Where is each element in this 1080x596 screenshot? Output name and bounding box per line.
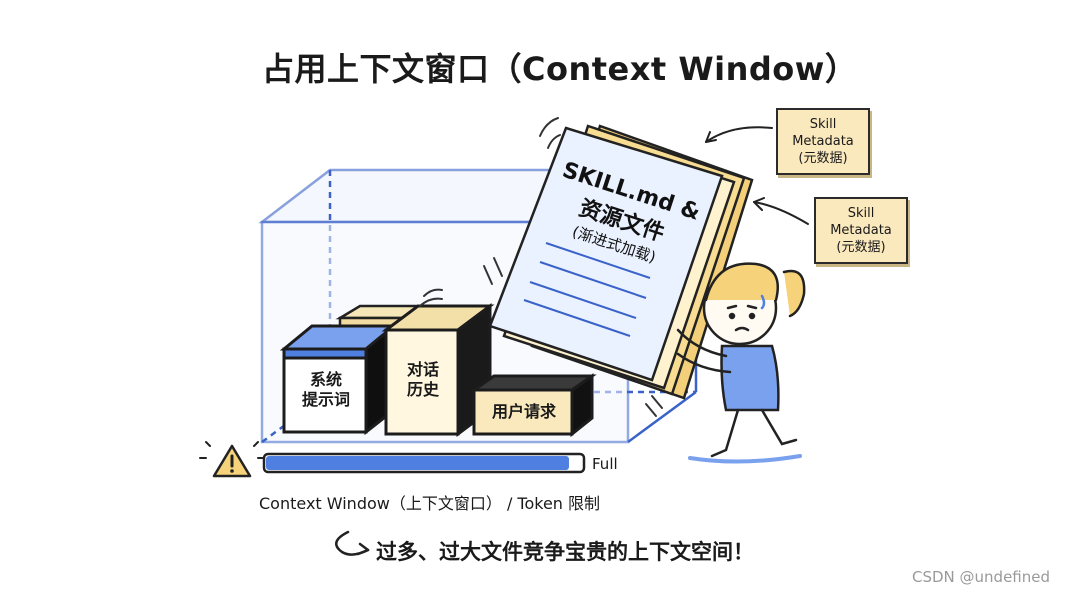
system-prompt-label: 系统 提示词 xyxy=(294,370,358,410)
watermark: CSDN @undefined xyxy=(912,568,1051,586)
capacity-label: Full xyxy=(592,455,618,473)
cube-label-line: 历史 xyxy=(406,380,439,399)
metadata-card: Skill Metadata (元数据) xyxy=(814,197,908,264)
metadata-line: (元数据) xyxy=(836,240,886,255)
cube-label-line: 对话 xyxy=(406,360,439,379)
motion-marks xyxy=(419,117,663,417)
skill-document xyxy=(488,124,754,400)
user-request-cube xyxy=(469,373,597,438)
character xyxy=(676,262,806,464)
warning-text: 过多、过大文件竞争宝贵的上下文空间！ xyxy=(376,540,754,564)
context-window-label: Context Window（上下文窗口） / Token 限制 xyxy=(259,494,601,513)
metadata-line: Skill xyxy=(847,206,875,221)
metadata-card: Skill Metadata (元数据) xyxy=(776,108,870,175)
cube-label-line: 提示词 xyxy=(301,390,350,409)
arrow-icon xyxy=(705,126,809,225)
user-request-label: 用户请求 xyxy=(491,402,556,421)
metadata-line: (元数据) xyxy=(798,151,848,166)
history-label: 对话 历史 xyxy=(394,360,452,400)
metadata-line: Metadata xyxy=(830,223,892,238)
curved-arrow-icon xyxy=(335,530,370,556)
metadata-line: Metadata xyxy=(792,134,854,149)
cube-label-line: 系统 xyxy=(309,370,342,389)
metadata-line: Skill xyxy=(809,117,837,132)
warning-icon xyxy=(199,441,265,478)
capacity-bar xyxy=(262,452,586,474)
page-title: 占用上下文窗口（Context Window） xyxy=(262,50,858,88)
